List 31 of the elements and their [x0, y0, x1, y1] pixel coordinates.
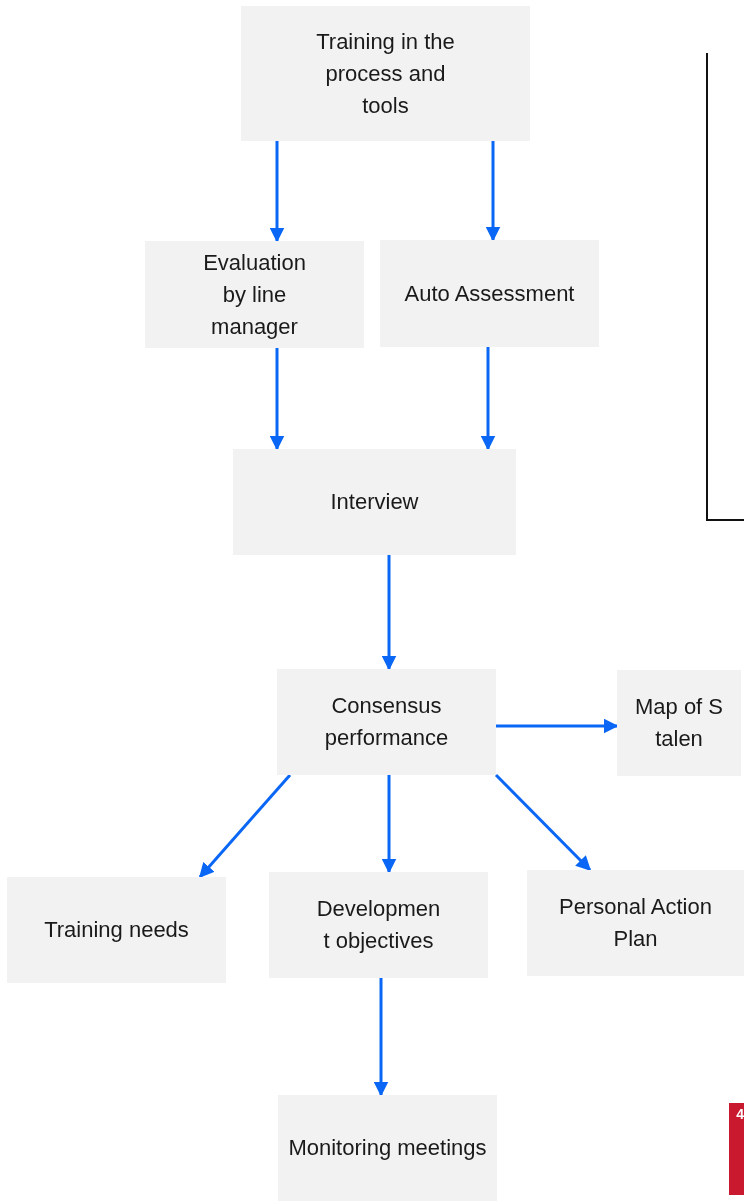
- box-label: Map of S talen: [633, 693, 724, 753]
- process-box: [241, 6, 530, 141]
- arrow: [496, 718, 619, 734]
- arrow: [198, 774, 292, 879]
- box-label: Training needs: [44, 916, 189, 944]
- arrow: [480, 347, 496, 451]
- process-box: [269, 872, 488, 978]
- box-label: Evaluation by line manager: [202, 248, 307, 341]
- arrow: [494, 773, 592, 872]
- box-label: Developmen t objectives: [315, 895, 442, 955]
- arrow: [269, 141, 285, 243]
- page-number: 4: [736, 1105, 744, 1123]
- process-box: [527, 870, 744, 976]
- arrow: [373, 978, 389, 1097]
- box-label: Personal Action Plan: [558, 893, 713, 953]
- arrow: [269, 348, 285, 451]
- box-label: Training in the process and tools: [315, 27, 456, 120]
- box-label: Auto Assessment: [404, 279, 575, 308]
- box-label: Interview: [330, 488, 419, 516]
- process-box: [7, 877, 226, 983]
- arrow: [485, 141, 501, 242]
- process-box: [617, 670, 741, 776]
- arrow: [381, 775, 397, 874]
- process-box: [278, 1095, 497, 1201]
- process-box: [277, 669, 496, 775]
- box-label: Consensus performance: [323, 692, 450, 752]
- process-box: [233, 449, 516, 555]
- box-label: Monitoring meetings: [288, 1134, 487, 1162]
- arrow: [381, 555, 397, 671]
- process-box: [145, 241, 364, 348]
- process-box: [380, 240, 599, 347]
